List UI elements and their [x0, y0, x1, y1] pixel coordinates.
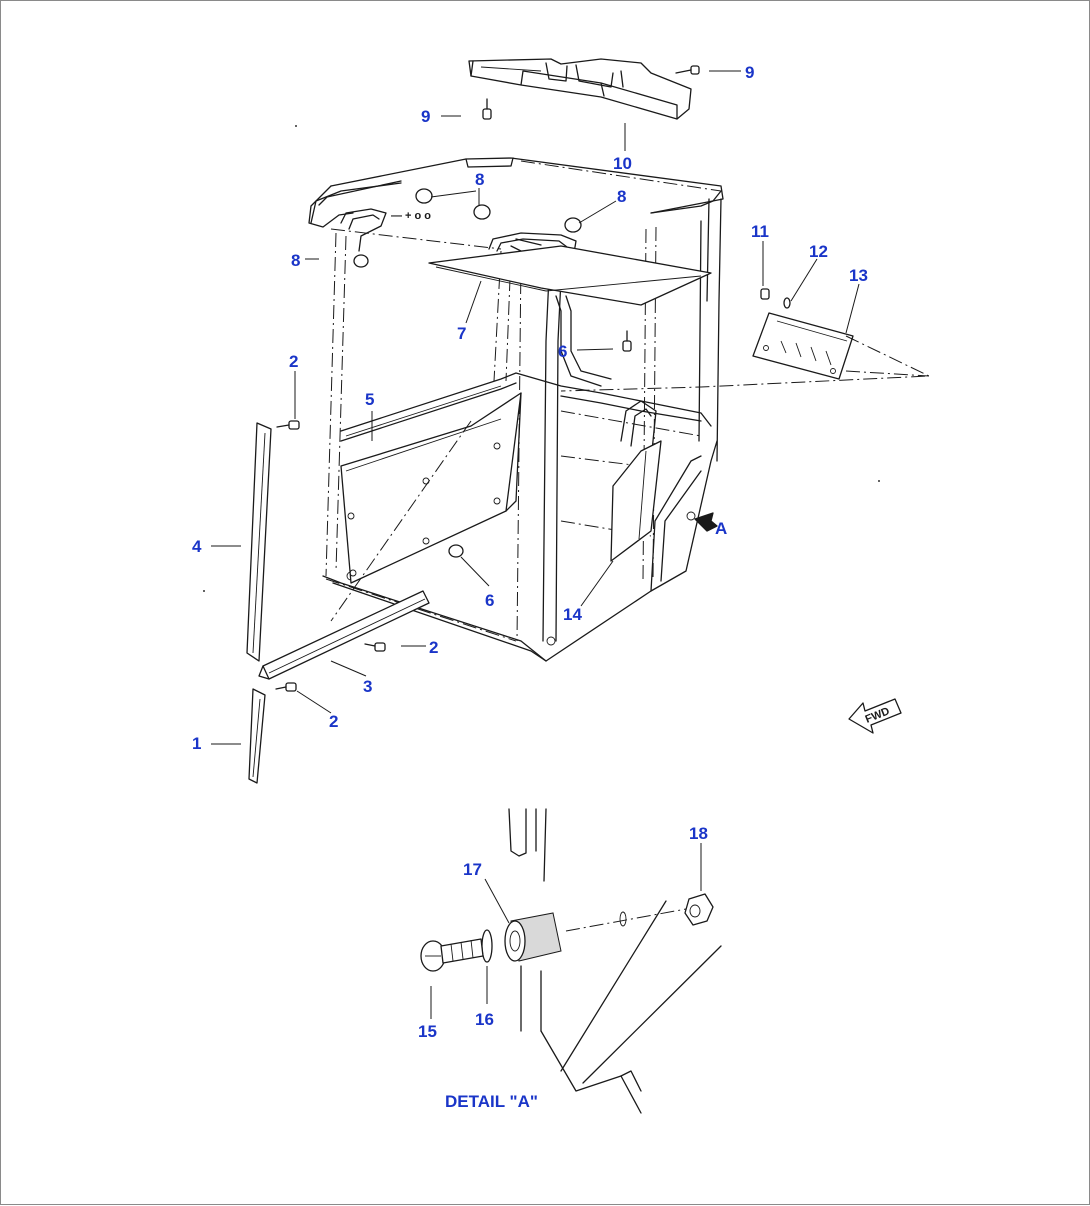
callout-6-upper: 6 [558, 342, 567, 361]
callout-labels: 9 9 10 8 8 8 7 6 2 5 4 6 14 2 3 2 1 11 1… [192, 63, 868, 1111]
detail-a-view [420, 808, 722, 1114]
callout-1: 1 [192, 734, 201, 753]
callout-18: 18 [689, 824, 708, 843]
callout-8-right: 8 [617, 187, 626, 206]
callout-3: 3 [363, 677, 372, 696]
side-panel-part-14 [610, 440, 662, 562]
leader-lines [211, 70, 860, 1019]
callout-9-right: 9 [745, 63, 754, 82]
callout-14: 14 [563, 605, 582, 624]
callout-13: 13 [849, 266, 868, 285]
callout-5: 5 [365, 390, 374, 409]
callout-10: 10 [613, 154, 632, 173]
washer-part-16 [481, 929, 493, 963]
forward-direction-arrow: FWD [848, 698, 902, 734]
callout-2-lower: 2 [329, 712, 338, 731]
callout-9-left: 9 [421, 107, 430, 126]
callout-16: 16 [475, 1010, 494, 1029]
horizontal-trim-part-3 [258, 590, 430, 680]
cover-plate-part-13 [560, 312, 930, 392]
callout-6-lower: 6 [485, 591, 494, 610]
vertical-trim-part-1 [248, 688, 266, 784]
bolt-part-15 [420, 938, 484, 972]
callout-7: 7 [457, 324, 466, 343]
nut-part-18 [684, 893, 714, 926]
rubber-mount-part-17 [504, 912, 562, 962]
callout-17: 17 [463, 860, 482, 879]
roof-plate-part-7 [428, 245, 712, 306]
callout-11: 11 [751, 222, 769, 241]
callout-12: 12 [809, 242, 828, 261]
screws-and-bolts [275, 65, 791, 692]
callout-15: 15 [418, 1022, 437, 1041]
callout-8-left: 8 [291, 251, 300, 270]
callout-2-middle: 2 [429, 638, 438, 657]
rear-panel-part-5 [330, 392, 522, 622]
svg-text:— + o o: — + o o [391, 210, 431, 222]
callout-8-top: 8 [475, 170, 484, 189]
top-bracket-part-10 [468, 58, 692, 120]
callout-4: 4 [192, 537, 202, 556]
detail-a-caption: DETAIL "A" [445, 1092, 538, 1111]
vertical-trim-part-4 [246, 422, 272, 662]
scan-specks [203, 125, 880, 592]
callout-2-upper: 2 [289, 352, 298, 371]
callout-a: A [715, 519, 727, 538]
